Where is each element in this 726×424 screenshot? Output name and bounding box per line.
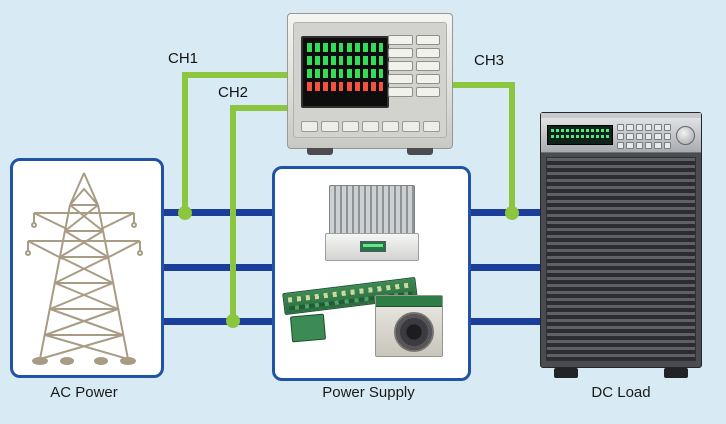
ch1-tap-dot <box>178 206 192 220</box>
psu-with-fan-graphic <box>375 295 443 357</box>
meter-display-row <box>307 82 343 91</box>
ch3-wire-vertical <box>509 82 515 217</box>
unit-display-line <box>363 244 383 247</box>
meter-front-panel <box>293 22 447 138</box>
meter-display <box>301 36 389 108</box>
dc-load-control-panel <box>541 118 701 153</box>
ch1-wire-vertical <box>182 72 188 217</box>
dc-load-vents <box>546 157 696 361</box>
dc-load-display-line <box>551 135 609 138</box>
dc-load-knob <box>676 126 695 145</box>
meter-foot <box>407 148 433 155</box>
caption-dc-load: DC Load <box>591 384 651 401</box>
ch3-label: CH3 <box>474 52 505 69</box>
meter-body <box>287 13 453 149</box>
dc-load-display-line <box>551 129 609 132</box>
dc-load-body <box>540 112 702 368</box>
ch3-tap-dot <box>505 206 519 220</box>
meter-display-row <box>307 56 343 65</box>
fan-icon <box>394 312 434 352</box>
dc-load-foot <box>554 368 578 378</box>
ch2-wire-vertical <box>230 105 236 324</box>
meter-display-row <box>347 82 383 91</box>
power-supply-unit-graphic <box>325 233 419 261</box>
dc-load-unit <box>540 112 702 378</box>
ch2-tap-dot <box>226 314 240 328</box>
ch2-wire-horizontal <box>230 105 292 111</box>
meter-display-row <box>307 69 343 78</box>
dc-load-foot <box>664 368 688 378</box>
meter-display-row <box>347 69 383 78</box>
meter-foot <box>307 148 333 155</box>
ch3-wire-horizontal <box>450 82 515 88</box>
unit-display <box>360 241 386 252</box>
ac-power-box <box>10 158 164 378</box>
small-pcb-graphic <box>289 313 327 343</box>
meter-display-row <box>347 43 383 52</box>
meter-buttons <box>388 35 440 97</box>
psu-pcb-edge <box>376 296 442 307</box>
power-supply-box <box>272 166 471 381</box>
ch2-label: CH2 <box>218 84 249 101</box>
transmission-tower-graphic <box>25 172 143 365</box>
heatsink-module-graphic <box>329 185 415 235</box>
power-meter-unit <box>287 13 453 155</box>
meter-bottom-buttons <box>301 121 440 132</box>
dc-load-display <box>547 125 613 145</box>
caption-ac-power: AC Power <box>50 384 118 401</box>
meter-display-row <box>307 43 343 52</box>
ch1-wire-horizontal <box>182 72 292 78</box>
dc-load-buttons <box>617 124 671 149</box>
meter-display-row <box>347 56 383 65</box>
caption-power-supply: Power Supply <box>322 384 415 401</box>
ch1-label: CH1 <box>168 50 199 67</box>
